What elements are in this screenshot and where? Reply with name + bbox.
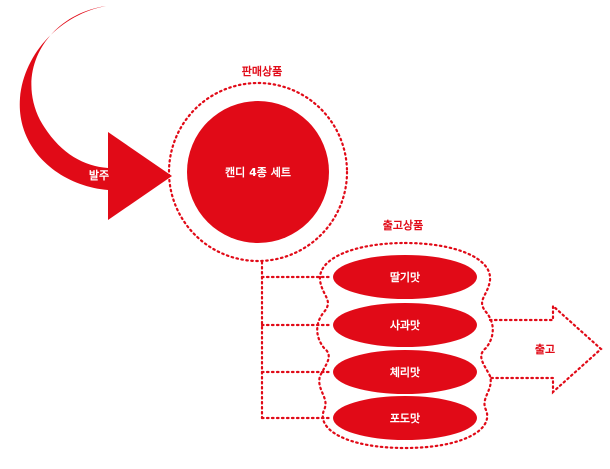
- order-label: 발주: [89, 168, 109, 182]
- flavor-ellipse-4: [333, 396, 477, 440]
- flavor-label-4: 포도맛: [390, 411, 420, 425]
- curved-arrow-shape: [19, 6, 172, 220]
- shipped-products-dotted-outline: [316, 241, 494, 450]
- flavor-label-1: 딸기맛: [390, 270, 420, 284]
- shipment-label: 출고: [535, 342, 555, 356]
- product-circle: [187, 101, 329, 243]
- sales-product-dotted-ring: [167, 81, 349, 263]
- flavor-ellipse-3: [333, 350, 477, 394]
- flavor-ellipse-1: [333, 255, 477, 299]
- connector-lines: [260, 260, 332, 420]
- flavor-ellipse-2: [333, 303, 477, 347]
- flavor-label-3: 체리맛: [390, 365, 420, 379]
- shipped-products-title: 출고상품: [383, 218, 423, 232]
- flavor-ellipses: [333, 255, 477, 440]
- shipment-arrow-dotted-outline: [488, 303, 603, 395]
- sales-products-title: 판매상품: [242, 64, 282, 78]
- shipment-arrow: 출고: [488, 303, 603, 395]
- sales-product-group: 판매상품 캔디 4종 세트: [167, 64, 349, 263]
- product-label: 캔디 4종 세트: [225, 165, 291, 179]
- flavor-label-2: 사과맛: [390, 318, 420, 332]
- order-arrow: 발주: [19, 6, 172, 220]
- shipped-products-group: 출고상품 딸기맛 사과맛 체리맛 포도맛: [316, 218, 494, 450]
